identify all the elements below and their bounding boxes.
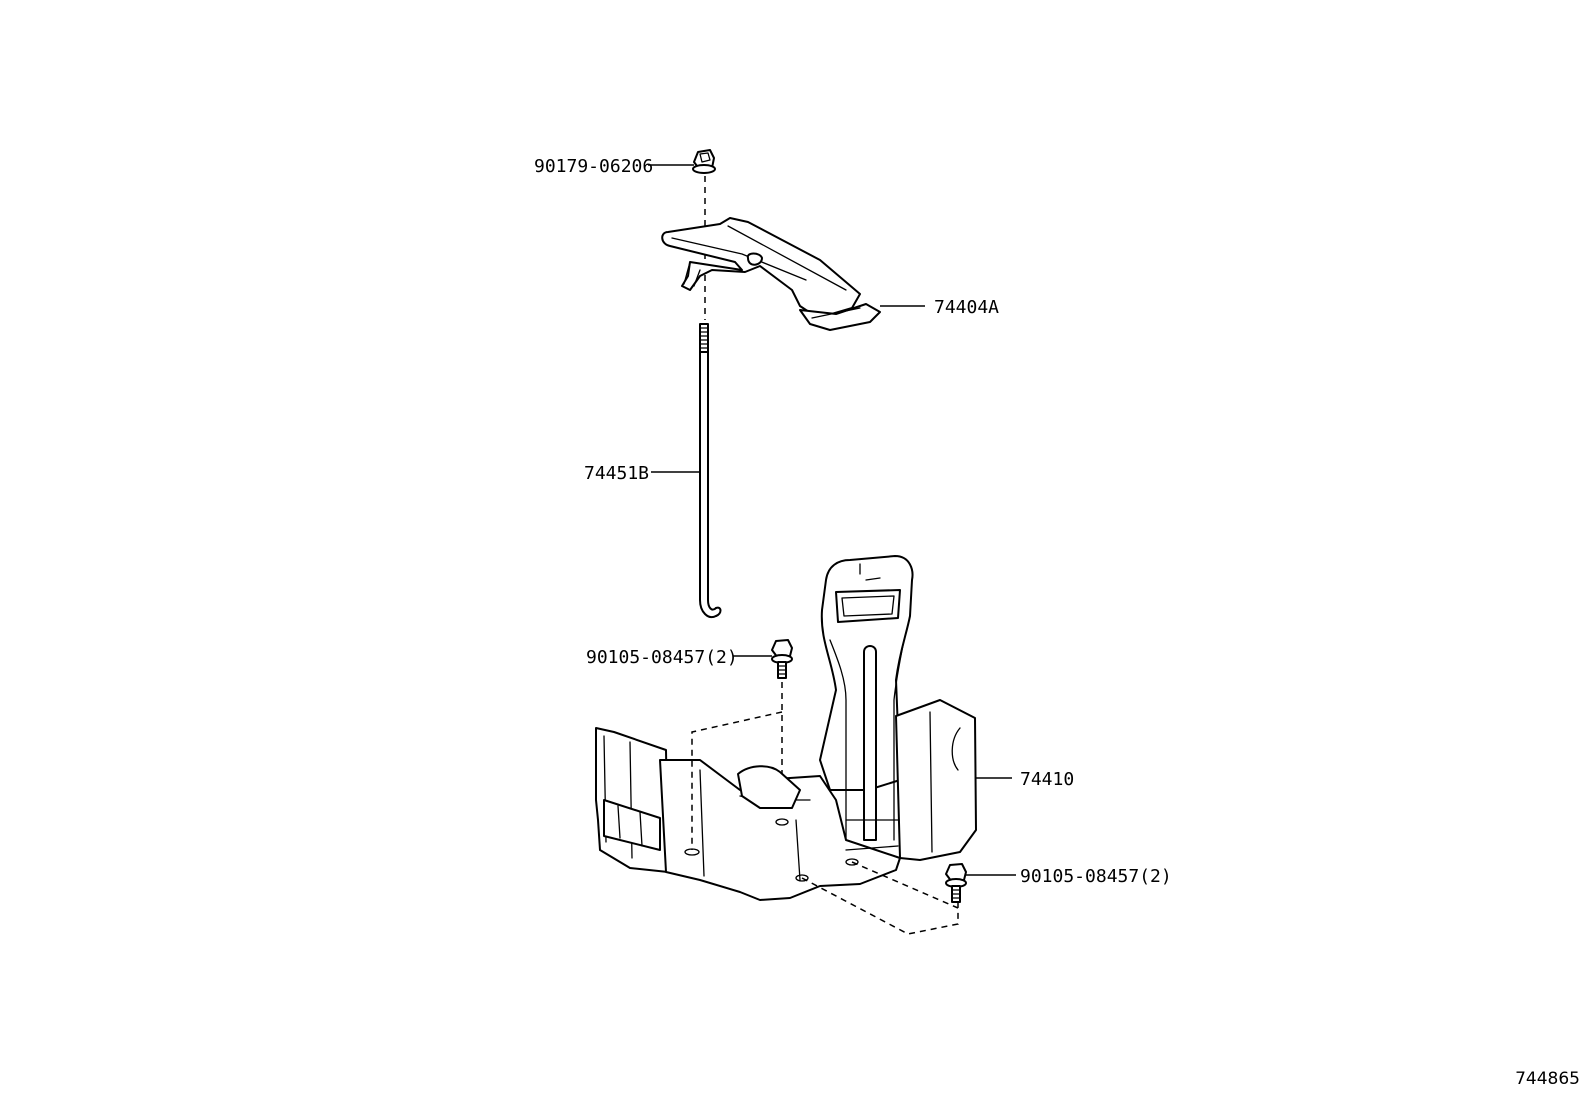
rod-part[interactable] — [699, 323, 722, 618]
bolt-lower-part[interactable] — [945, 863, 967, 903]
guide-tray-lower-2 — [851, 861, 959, 909]
tray-part[interactable] — [595, 555, 977, 901]
label-rod[interactable]: 74451B — [584, 463, 649, 484]
guide-tray-upper — [691, 711, 783, 850]
guide-tray-lower — [801, 877, 959, 935]
label-bolt-upper[interactable]: 90105-08457(2) — [586, 647, 738, 668]
label-nut-top[interactable]: 90179-06206 — [534, 156, 653, 177]
label-clamp[interactable]: 74404A — [934, 297, 999, 318]
label-tray[interactable]: 74410 — [1020, 769, 1074, 790]
bolt-upper-part[interactable] — [771, 639, 793, 679]
clamp-part[interactable] — [661, 217, 881, 331]
label-bolt-lower[interactable]: 90105-08457(2) — [1020, 866, 1172, 887]
nut-top-part[interactable] — [692, 149, 716, 174]
diagram-reference-number: 744865 — [1515, 1069, 1580, 1089]
